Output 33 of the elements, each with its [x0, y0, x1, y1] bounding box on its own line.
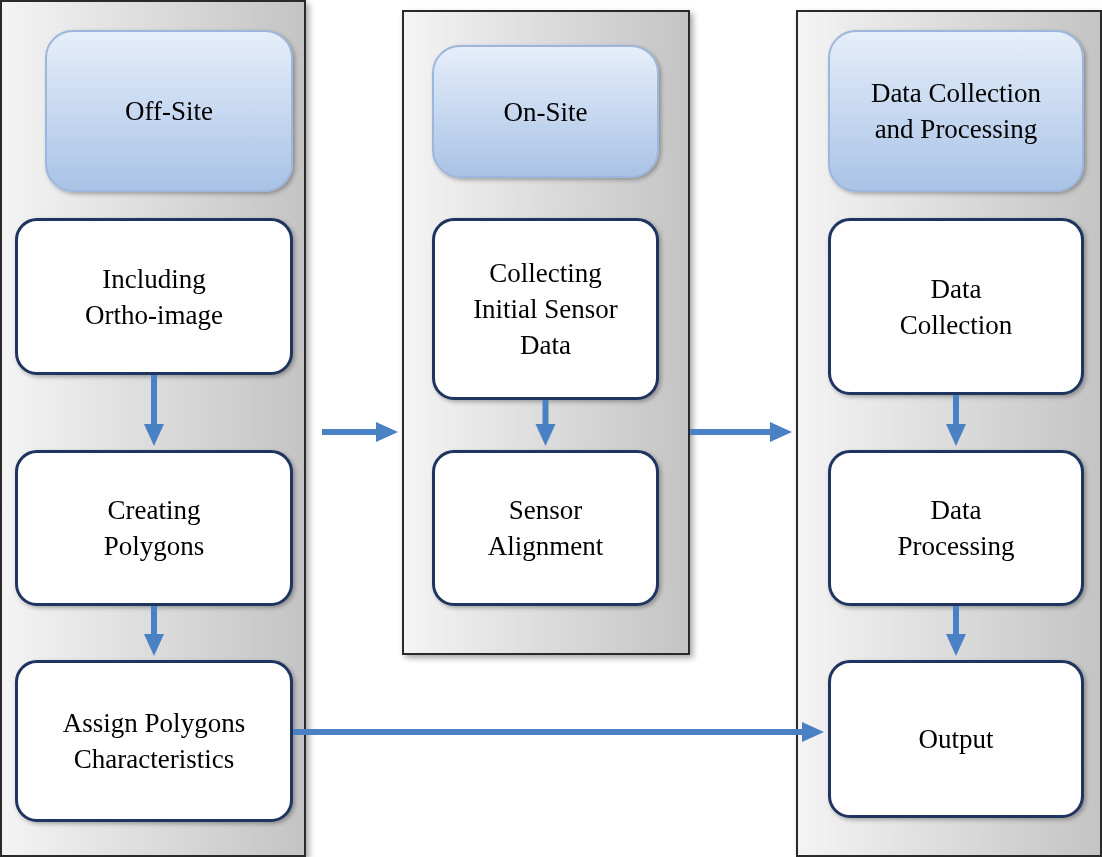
arrow [144, 606, 164, 656]
box-label: Sensor Alignment [486, 494, 605, 563]
stage-header-box [45, 30, 293, 192]
stage-header-box [432, 45, 659, 178]
box-label: Data Collection [898, 272, 1014, 342]
arrow [535, 400, 556, 446]
box-label: Data Processing [896, 494, 1016, 563]
box-label: On-Site [503, 95, 588, 129]
stage-panel [0, 0, 306, 857]
process-box [828, 660, 1084, 818]
stage-header-box [828, 30, 1084, 192]
stage-panel [402, 10, 690, 655]
process-box [828, 450, 1084, 606]
process-box [432, 450, 659, 606]
process-box [15, 450, 293, 606]
box-label: Creating Polygons [102, 494, 206, 563]
arrow [946, 395, 966, 446]
box-label: Output [918, 723, 994, 756]
process-box [432, 218, 659, 400]
box-label: Data Collection and Processing [869, 77, 1043, 146]
stage-panel [796, 10, 1102, 857]
box-label: Assign Polygons Characteristics [61, 707, 247, 776]
process-box [15, 218, 293, 375]
arrow [322, 422, 398, 442]
arrow [946, 606, 966, 656]
process-box [828, 218, 1084, 395]
arrow [293, 722, 824, 742]
arrow [690, 422, 792, 442]
box-label: Off-Site [125, 95, 213, 128]
box-label: Collecting Initial Sensor Data [472, 257, 619, 362]
process-box [15, 660, 293, 822]
arrow [144, 375, 164, 446]
box-label: Including Ortho-image [84, 262, 224, 332]
